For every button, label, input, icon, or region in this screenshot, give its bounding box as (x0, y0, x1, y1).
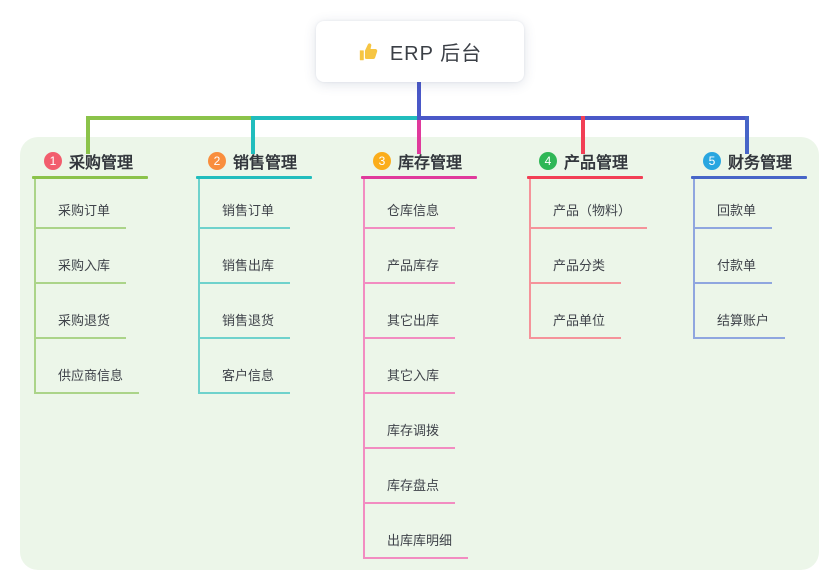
item-label: 库存调拨 (387, 423, 440, 438)
branch-title-node[interactable]: 3 库存管理 (361, 148, 477, 174)
item-label: 库存盘点 (387, 478, 440, 493)
connector-root-drop (417, 82, 421, 118)
connector-drop-inventory (417, 120, 421, 154)
branch-purchase: 1 采购管理 采购订单 采购入库 采购退货 供应商信息 (32, 148, 148, 394)
item-label: 其它入库 (387, 368, 440, 383)
branch-item[interactable]: 其它入库 (365, 339, 456, 394)
branch-item[interactable]: 产品库存 (365, 229, 456, 284)
branch-item[interactable]: 出库库明细 (365, 504, 469, 559)
item-label: 采购入库 (58, 258, 111, 273)
branch-product: 4 产品管理 产品（物料） 产品分类 产品单位 (527, 148, 648, 339)
branch-item[interactable]: 销售出库 (200, 229, 291, 284)
branch-underline (691, 176, 807, 179)
branch-underline (196, 176, 312, 179)
branch-underline (361, 176, 477, 179)
item-label: 采购退货 (58, 313, 111, 328)
branch-item[interactable]: 客户信息 (200, 339, 291, 394)
branch-title: 销售管理 (233, 155, 298, 172)
branches-background-panel (20, 137, 819, 570)
root-title: ERP 后台 (389, 43, 483, 65)
connector-drop-finance (745, 116, 749, 154)
branch-item[interactable]: 销售订单 (200, 179, 291, 229)
item-label: 回款单 (717, 203, 757, 218)
branch-title: 财务管理 (728, 155, 793, 172)
branch-title-node[interactable]: 1 采购管理 (32, 148, 148, 174)
branch-item[interactable]: 仓库信息 (365, 179, 456, 229)
item-label: 仓库信息 (387, 203, 440, 218)
thumbs-up-icon (358, 41, 380, 63)
branch-title-node[interactable]: 5 财务管理 (691, 148, 807, 174)
branch-item[interactable]: 销售退货 (200, 284, 291, 339)
connector-drop-purchase (86, 116, 90, 154)
branch-items: 仓库信息 产品库存 其它出库 其它入库 库存调拨 库存盘点 出库库明细 (363, 179, 477, 559)
connector-drop-product (581, 116, 585, 154)
branch-title-node[interactable]: 4 产品管理 (527, 148, 643, 174)
branch-underline (527, 176, 643, 179)
item-label: 客户信息 (222, 368, 275, 383)
item-label: 产品单位 (553, 313, 606, 328)
branch-item[interactable]: 供应商信息 (36, 339, 140, 394)
item-label: 销售订单 (222, 203, 275, 218)
connector-drop-sales (251, 116, 255, 154)
branch-item[interactable]: 回款单 (695, 179, 773, 229)
branch-title: 产品管理 (564, 155, 629, 172)
connector-bus-left (86, 116, 253, 120)
branch-underline (32, 176, 148, 179)
item-label: 付款单 (717, 258, 757, 273)
branch-number-badge: 1 (44, 152, 62, 170)
item-label: 销售出库 (222, 258, 275, 273)
item-label: 产品（物料） (553, 203, 632, 218)
item-label: 产品库存 (387, 258, 440, 273)
item-label: 结算账户 (717, 313, 770, 328)
branch-item[interactable]: 采购退货 (36, 284, 127, 339)
item-label: 销售退货 (222, 313, 275, 328)
branch-sales: 2 销售管理 销售订单 销售出库 销售退货 客户信息 (196, 148, 312, 394)
branch-item[interactable]: 库存调拨 (365, 394, 456, 449)
branch-item[interactable]: 库存盘点 (365, 449, 456, 504)
item-label: 采购订单 (58, 203, 111, 218)
branch-title: 采购管理 (69, 155, 134, 172)
branch-items: 回款单 付款单 结算账户 (693, 179, 807, 339)
branch-item[interactable]: 产品分类 (531, 229, 622, 284)
branch-item[interactable]: 其它出库 (365, 284, 456, 339)
item-label: 出库库明细 (387, 533, 453, 548)
branch-item[interactable]: 结算账户 (695, 284, 786, 339)
branch-item[interactable]: 产品单位 (531, 284, 622, 339)
branch-item[interactable]: 产品（物料） (531, 179, 648, 229)
branch-item[interactable]: 付款单 (695, 229, 773, 284)
branch-number-badge: 5 (703, 152, 721, 170)
item-label: 供应商信息 (58, 368, 124, 383)
item-label: 其它出库 (387, 313, 440, 328)
branch-finance: 5 财务管理 回款单 付款单 结算账户 (691, 148, 807, 339)
branch-items: 销售订单 销售出库 销售退货 客户信息 (198, 179, 312, 394)
branch-title: 库存管理 (398, 155, 463, 172)
branch-item[interactable]: 采购订单 (36, 179, 127, 229)
connector-bus-mid (253, 116, 417, 120)
root-node[interactable]: ERP 后台 (316, 21, 524, 82)
branch-number-badge: 3 (373, 152, 391, 170)
item-label: 产品分类 (553, 258, 606, 273)
branch-inventory: 3 库存管理 仓库信息 产品库存 其它出库 其它入库 库存调拨 库存盘点 出库库… (361, 148, 477, 559)
branch-item[interactable]: 采购入库 (36, 229, 127, 284)
branch-number-badge: 4 (539, 152, 557, 170)
branch-number-badge: 2 (208, 152, 226, 170)
branch-items: 采购订单 采购入库 采购退货 供应商信息 (34, 179, 148, 394)
branch-items: 产品（物料） 产品分类 产品单位 (529, 179, 648, 339)
branch-title-node[interactable]: 2 销售管理 (196, 148, 312, 174)
